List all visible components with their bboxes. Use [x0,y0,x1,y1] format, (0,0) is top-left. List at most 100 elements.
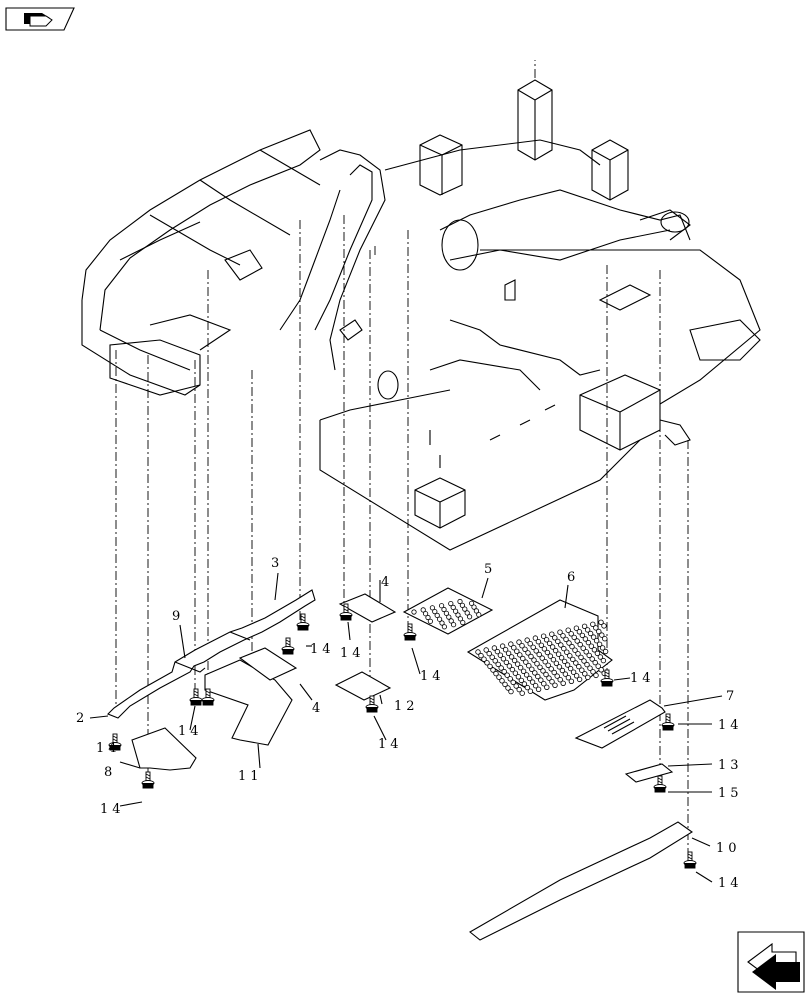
perforation-hole [564,649,570,655]
perforation-hole [496,674,502,680]
perforation-hole [585,639,592,646]
perforation-hole [562,671,569,677]
perforation-hole [591,647,598,653]
perforation-hole [505,685,511,691]
perforation-hole [434,612,440,619]
perforation-hole [549,679,555,685]
perforation-hole [521,681,528,687]
perforation-hole [478,652,484,659]
perforation-hole [525,650,531,656]
perforation-hole [570,656,576,663]
perforation-hole [570,669,577,675]
perforation-hole [457,598,463,605]
perforation-hole [533,648,539,654]
perforation-hole [527,641,533,647]
perforation-hole [508,688,514,695]
perforation-hole [597,654,604,660]
perforation-hole [511,645,517,651]
upper-frame-assembly [81,79,761,551]
perforation-hole [582,671,588,677]
perforation-hole [516,639,522,645]
perforation-hole [526,663,532,669]
perforation-hole [555,651,562,657]
perforation-hole [551,669,557,676]
perforation-hole [520,668,527,674]
bolt-icon [339,603,353,621]
perforation-hole [514,661,521,667]
perforation-hole [582,636,589,642]
bolt-group [108,603,697,869]
perforation-hole [581,658,587,664]
perforation-hole [529,666,535,672]
perforation-hole [549,644,556,650]
label-3: 3 [271,556,283,571]
perforation-hole [494,648,501,655]
perforation-hole [557,677,563,683]
perforation-hole [540,668,546,674]
perforation-hole [595,663,601,669]
perforation-hole [559,667,566,674]
perforation-hole [565,627,571,633]
perforation-hole [483,647,489,653]
perforation-hole [519,643,525,649]
perforation-hole [541,681,547,687]
perforation-hole [515,674,522,680]
bolt-icon [108,733,122,751]
label-15: 15 [718,786,743,801]
perforation-hole [590,621,596,627]
perforation-hole [590,669,596,675]
perforation-hole [584,627,591,633]
perforation-hole [572,647,578,653]
perforation-hole [459,602,465,608]
bolt-icon [201,688,215,706]
perforation-hole [536,651,542,658]
perforation-hole [411,609,417,615]
bracket-13 [624,763,674,783]
perforation-hole [598,619,604,625]
bolt-icon [365,695,379,713]
perforation-hole [596,628,602,635]
perforation-hole [436,616,443,622]
perforation-hole [425,614,431,621]
perforation-hole [547,653,554,659]
perforation-hole [600,657,607,664]
perforation-hole [438,603,445,609]
perforation-hole [499,643,506,649]
perforation-hole [519,690,525,696]
perforation-hole [534,661,540,667]
bolt-icon [600,669,614,687]
perforation-hole [420,607,426,613]
book-icon[interactable] [5,7,75,31]
label-leaders [89,572,723,883]
perforation-hole [448,600,454,607]
perforation-hole [540,633,547,639]
perforation-hole [506,663,513,669]
label-14-d: 14 [630,671,655,686]
perforation-hole [500,656,507,662]
perforation-hole [493,670,499,677]
perforation-hole [523,659,529,665]
bolt-icon [189,688,203,706]
perforation-hole [457,616,463,622]
perforation-hole [481,656,487,662]
perforation-hole [529,679,536,685]
perforation-hole [599,645,606,651]
part-number-labels: 3 4 5 6 9 14 14 14 14 2 14 4 12 14 7 14 … [76,556,743,891]
perforation-hole [507,676,513,682]
perforation-hole [427,618,433,624]
perforation-hole [558,642,564,648]
next-page-arrow-icon[interactable] [737,931,805,993]
perforation-hole [492,658,498,664]
perforation-hole [523,672,530,678]
perforation-hole [535,673,541,680]
perforation-hole [602,636,608,642]
label-14-f: 14 [378,737,403,752]
label-14-c: 14 [420,669,445,684]
perforation-hole [581,623,588,629]
perforation-hole [443,610,449,616]
perforation-hole [508,641,514,647]
perforation-hole [550,657,557,663]
perforation-hole [518,677,525,684]
perforation-hole [578,654,584,661]
perforation-hole [489,654,495,660]
